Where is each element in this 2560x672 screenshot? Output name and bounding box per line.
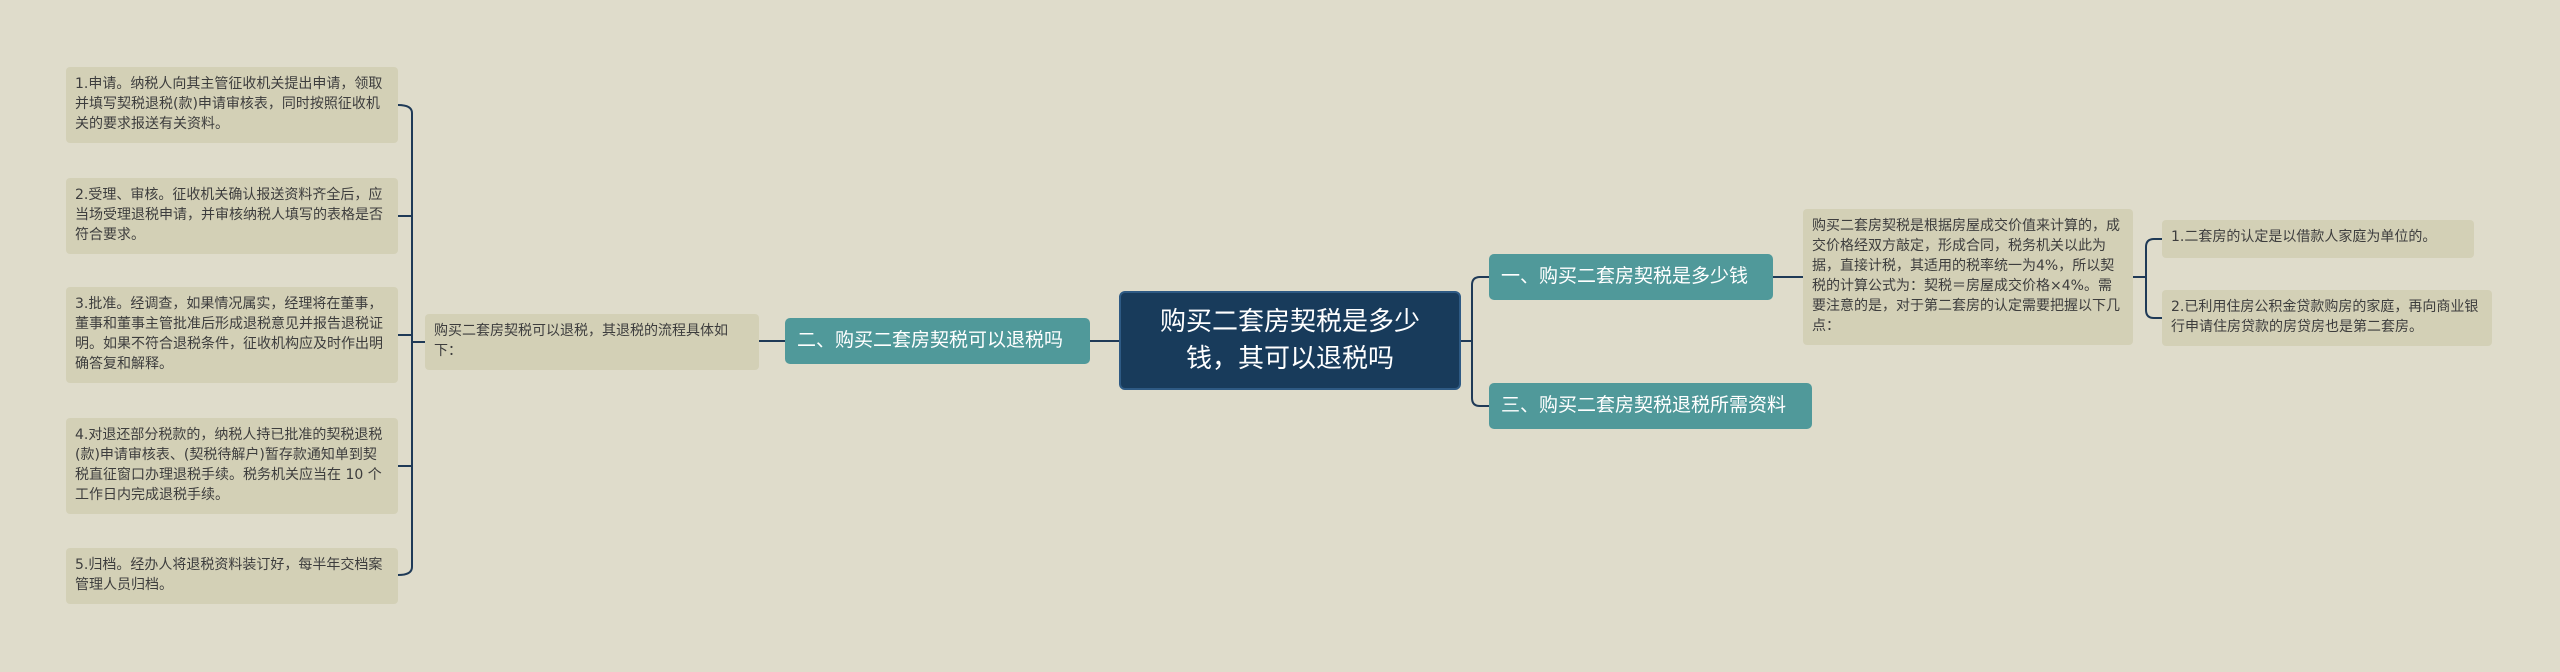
connector-root-to-branch-1	[1461, 276, 1489, 342]
refund-step-archive[interactable]: 5.归档。经办人将退税资料装订好，每半年交档案管理人员归档。	[66, 548, 398, 604]
tax-amount-intro[interactable]: 购买二套房契税是根据房屋成交价值来计算的，成交价格经双方敲定，形成合同，税务机关…	[1803, 209, 2133, 345]
refund-step-approve[interactable]: 3.批准。经调查，如果情况属实，经理将在董事，董事和董事主管批准后形成退税意见并…	[66, 287, 398, 383]
branch-tax-amount[interactable]: 一、购买二套房契税是多少钱	[1489, 254, 1773, 300]
second-home-rule-1[interactable]: 1.二套房的认定是以借款人家庭为单位的。	[2162, 220, 2474, 258]
tax-refund-intro[interactable]: 购买二套房契税可以退税，其退税的流程具体如下：	[425, 314, 759, 370]
second-home-rule-2[interactable]: 2.已利用住房公积金贷款购房的家庭，再向商业银行申请住房贷款的房贷房也是第二套房…	[2162, 290, 2492, 346]
refund-step-process[interactable]: 4.对退还部分税款的，纳税人持已批准的契税退税(款)申请审核表、(契税待解户)暂…	[66, 418, 398, 514]
connector-root-to-branch-3	[1471, 341, 1489, 407]
refund-step-review[interactable]: 2.受理、审核。征收机关确认报送资料齐全后，应当场受理退税申请，并审核纳税人填写…	[66, 178, 398, 254]
connector-intro-2-to-items	[397, 104, 425, 576]
connector-intro-1-to-items	[2133, 238, 2162, 319]
branch-refund-materials[interactable]: 三、购买二套房契税退税所需资料	[1489, 383, 1812, 429]
root-topic[interactable]: 购买二套房契税是多少钱，其可以退税吗	[1119, 291, 1461, 390]
branch-tax-refund[interactable]: 二、购买二套房契税可以退税吗	[785, 318, 1090, 364]
refund-step-apply[interactable]: 1.申请。纳税人向其主管征收机关提出申请，领取并填写契税退税(款)申请审核表，同…	[66, 67, 398, 143]
